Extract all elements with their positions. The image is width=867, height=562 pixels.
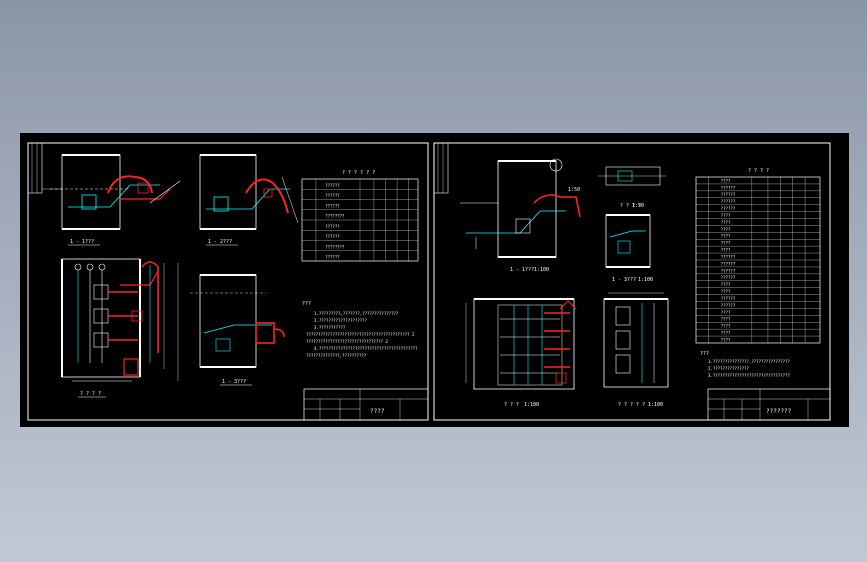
view-label: 1 - 3???: [222, 379, 246, 385]
left-notes: ??? 1.?????????,???????,??????????????? …: [302, 301, 418, 358]
table-cell: ??????: [721, 206, 736, 211]
view-label: 1 - 2???: [208, 239, 232, 245]
table-cell: ????????: [325, 214, 345, 219]
table-cell: ????: [721, 310, 731, 315]
table-cell: ??????: [721, 261, 736, 266]
note-line: 3.???????????: [314, 325, 346, 330]
view-label: 1 - 3???: [612, 277, 636, 283]
table-cell: ??????: [721, 185, 736, 190]
right-view-1-3: 1 - 3??? 1:100: [605, 214, 653, 283]
table-cell: ??????: [721, 296, 736, 301]
table-cell: ??????: [325, 234, 340, 239]
scale-label: 1:100: [524, 402, 539, 408]
view-label: ? ? ? ?: [80, 391, 101, 397]
table-cell: ????: [721, 331, 731, 336]
note-line: ???????????????????????????????? 2: [306, 339, 388, 344]
table-title: ? ? ? ? ? ?: [342, 170, 375, 176]
table-cell: ????: [721, 213, 731, 218]
table-cell: ????????: [325, 244, 345, 249]
note-line: 3.????????????????????????????????: [708, 373, 790, 378]
left-view-1-2: 1 - 2???: [199, 154, 299, 246]
note-line: ??????????????,??????????: [306, 353, 367, 358]
right-equipment-table: ? ? ? ? ????????????????????????????????…: [695, 168, 821, 344]
right-view-1-1: 1 - 1??? 1:100 1:50: [460, 158, 581, 273]
note-line: 1.???????????????,????????????????: [708, 359, 790, 364]
table-cell: ????: [721, 234, 731, 239]
table-cell: ??????: [721, 268, 736, 273]
table-cell: ??????: [721, 254, 736, 259]
right-plan-view-b: ? ? ? ? ? 1:100: [603, 292, 669, 408]
note-line: ????????????????????????????????????????…: [306, 332, 415, 337]
note-line: 2.???????????????: [708, 366, 750, 371]
table-cell: ??????: [325, 193, 340, 198]
scale-label: 1:100: [638, 277, 653, 283]
note-line: 4.??????????????????????????????????????…: [314, 346, 418, 351]
right-detail-plan: ? ? ? ? 1:50: [598, 166, 666, 209]
table-cell: ????: [721, 317, 731, 322]
table-cell: ????: [721, 241, 731, 246]
scale-label: 1:100: [534, 267, 549, 273]
table-cell: ????: [721, 248, 731, 253]
view-label: 1 - 1???: [510, 267, 534, 273]
view-label: 1 - 1???: [70, 239, 94, 245]
view-label: ? ? ?: [504, 402, 519, 408]
table-cell: ????: [721, 282, 731, 287]
left-equipment-table: ? ? ? ? ? ? ????????????????????????????…: [301, 170, 419, 262]
table-cell: ????: [721, 324, 731, 329]
table-cell: ??????: [721, 303, 736, 308]
right-notes: ??? 1.???????????????,???????????????? 2…: [700, 351, 790, 378]
notes-heading: ???: [302, 301, 311, 307]
table-cell: ??????: [325, 183, 340, 188]
notes-heading: ???: [700, 351, 709, 357]
scale-label: 1:50: [632, 203, 644, 209]
left-view-1-3: 1 - 3???: [190, 274, 285, 386]
table-cell: ????: [721, 337, 731, 342]
scale-label: 1:50: [568, 187, 580, 193]
left-view-1-1: 1 - 1???: [42, 154, 181, 246]
note-line: 1.?????????,???????,???????????????: [314, 311, 399, 316]
view-label: ? ? ? ? ?: [618, 402, 645, 408]
title-block-text: ???????: [766, 408, 792, 415]
table-cell: ????: [721, 227, 731, 232]
cad-drawing-canvas[interactable]: 1 - 1??? 1 - 2???: [20, 133, 849, 427]
left-sheet: 1 - 1??? 1 - 2???: [27, 142, 429, 421]
table-title: ? ? ? ?: [748, 168, 769, 174]
right-sheet: 1 - 1??? 1:100 1:50 ? ? ? ? 1:50: [433, 142, 831, 421]
cad-drawing: 1 - 1??? 1 - 2???: [20, 133, 849, 427]
right-title-block: ???????: [707, 388, 831, 421]
table-cell: ??????: [325, 224, 340, 229]
right-plan-view-a: ? ? ? 1:100: [465, 298, 577, 408]
table-cell: ??????: [721, 275, 736, 280]
scale-label: 1:100: [648, 402, 663, 408]
table-cell: ????: [721, 220, 731, 225]
table-cell: ??????: [325, 255, 340, 260]
table-cell: ??????: [721, 199, 736, 204]
title-block-text: ????: [370, 408, 385, 415]
left-plan-view: ? ? ? ?: [61, 258, 179, 398]
table-cell: ??????: [721, 192, 736, 197]
note-line: 2.????????????????????: [314, 318, 368, 323]
table-cell: ????: [721, 289, 731, 294]
table-cell: ????: [721, 178, 731, 183]
left-title-block: ????: [303, 388, 429, 421]
view-label: ? ? ? ?: [620, 203, 641, 209]
table-cell: ??????: [325, 203, 340, 208]
